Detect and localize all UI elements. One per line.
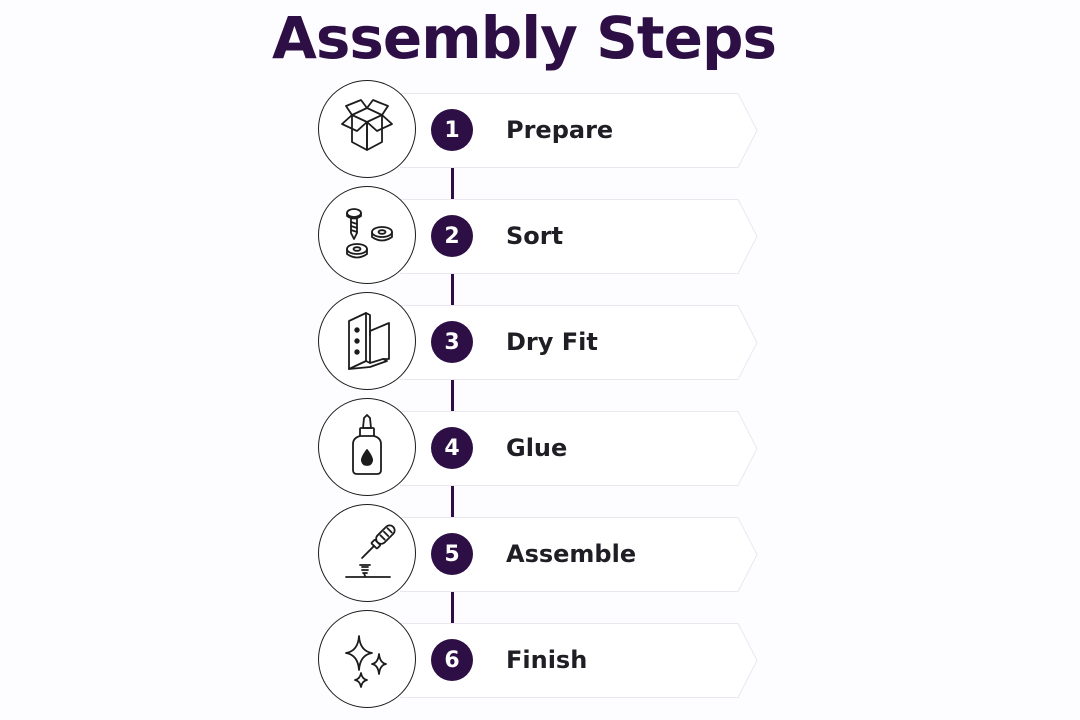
step-assemble: 5 Assemble bbox=[0, 504, 1080, 604]
step-prepare: 1 Prepare bbox=[0, 80, 1080, 180]
step-banner bbox=[400, 199, 758, 274]
sparkles-icon bbox=[318, 610, 416, 708]
step-label: Finish bbox=[506, 646, 588, 674]
step-label: Prepare bbox=[506, 116, 614, 144]
step-glue: 4 Glue bbox=[0, 398, 1080, 498]
step-number-badge: 1 bbox=[431, 109, 473, 151]
step-number-badge: 2 bbox=[431, 215, 473, 257]
step-banner bbox=[400, 93, 758, 168]
screwdriver-icon bbox=[318, 504, 416, 602]
step-banner bbox=[400, 305, 758, 380]
step-finish: 6 Finish bbox=[0, 610, 1080, 710]
step-banner bbox=[400, 517, 758, 592]
step-banner bbox=[400, 411, 758, 486]
corner-bracket-icon bbox=[318, 292, 416, 390]
step-number-badge: 5 bbox=[431, 533, 473, 575]
step-label: Assemble bbox=[506, 540, 637, 568]
step-sort: 2 Sort bbox=[0, 186, 1080, 286]
step-label: Glue bbox=[506, 434, 568, 462]
step-number-badge: 6 bbox=[431, 639, 473, 681]
step-label: Sort bbox=[506, 222, 564, 250]
timeline-connector bbox=[451, 130, 454, 660]
screw-and-washers-icon bbox=[318, 186, 416, 284]
page-title: Assembly Steps bbox=[272, 4, 777, 72]
step-banner bbox=[400, 623, 758, 698]
glue-bottle-icon bbox=[318, 398, 416, 496]
step-number-badge: 4 bbox=[431, 427, 473, 469]
step-dry-fit: 3 Dry Fit bbox=[0, 292, 1080, 392]
step-number-badge: 3 bbox=[431, 321, 473, 363]
open-box-icon bbox=[318, 80, 416, 178]
step-label: Dry Fit bbox=[506, 328, 598, 356]
